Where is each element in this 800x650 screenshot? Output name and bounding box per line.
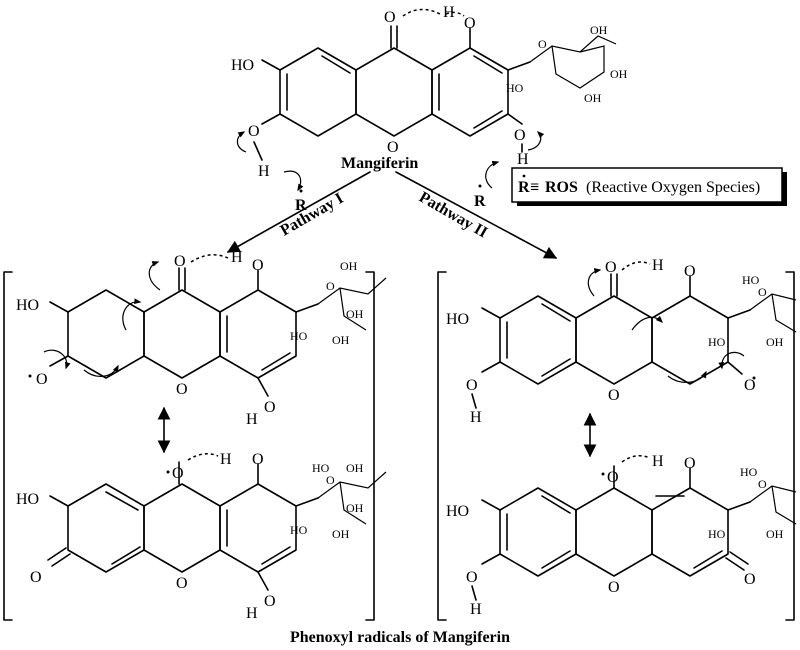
sugar-oh: OH <box>766 335 784 349</box>
hydrogen-label: H <box>517 151 529 168</box>
radical-pathway-1-b: O H O HO O O O H O HO OH OH OH HO <box>16 451 387 622</box>
hydrogen-label: H <box>246 605 258 622</box>
ring-oxygen: O <box>608 579 620 596</box>
sugar-ring-oxygen: O <box>326 279 335 293</box>
ring-oxygen: O <box>608 387 620 404</box>
radical-oxygen: O <box>744 377 756 394</box>
oxygen-label: O <box>248 123 260 140</box>
oxygen-label: O <box>466 569 478 586</box>
oxygen-label: O <box>464 15 476 32</box>
footer-caption: Phenoxyl radicals of Mangiferin <box>290 629 510 646</box>
ring-oxygen: O <box>176 381 188 398</box>
radical-pathway-2-b: O H O HO O H O O O HO OH HO <box>446 453 797 618</box>
ros-abbr: ROS <box>545 179 578 196</box>
sugar-ring-oxygen: O <box>326 473 335 487</box>
sugar-ring-oxygen: O <box>758 285 767 299</box>
radical-r-right: R <box>474 193 486 210</box>
sugar-oh: OH <box>346 501 364 515</box>
sugar-ho: HO <box>708 335 726 349</box>
sugar-oh: OH <box>346 461 364 475</box>
hydrogen-label: H <box>652 257 664 274</box>
hydroxyl-label: HO <box>16 297 39 314</box>
sugar-oh: OH <box>332 527 350 541</box>
oxygen-label: O <box>252 451 264 468</box>
sugar-ho: HO <box>290 329 308 343</box>
ros-symbol: R <box>518 179 530 196</box>
oxygen-label: O <box>514 127 526 144</box>
pathway-arrow-left <box>226 171 371 253</box>
oxygen-label: O <box>172 465 184 482</box>
oxygen-label: O <box>684 263 696 280</box>
bracket-right <box>437 271 795 621</box>
ros-full-name: (Reactive Oxygen Species) <box>586 179 760 196</box>
oxygen-label: O <box>607 469 619 486</box>
ring-oxygen: O <box>176 575 188 592</box>
radical-pathway-1-a: O H O HO O O O H O OH OH OH HO <box>16 249 387 428</box>
bracket-left <box>3 271 375 621</box>
sugar-ring-oxygen: O <box>758 477 767 491</box>
radical-pathway-2-a: O H O HO O H O O O HO OH HO <box>446 257 797 426</box>
hydrogen-label: H <box>470 601 482 618</box>
ring-oxygen: O <box>387 139 399 156</box>
sugar-ho: HO <box>506 81 524 95</box>
sugar-ho: HO <box>290 523 308 537</box>
hydroxyl-label: HO <box>16 491 39 508</box>
oxygen-label: O <box>252 257 264 274</box>
hydrogen-label: H <box>231 249 243 266</box>
sugar-oh: OH <box>332 333 350 347</box>
compound-title: Mangiferin <box>341 155 418 172</box>
sugar-ho: HO <box>742 273 760 287</box>
hydrogen-label: H <box>246 411 258 428</box>
sugar-oh: OH <box>590 23 608 37</box>
hydroxyl-label: HO <box>231 57 254 74</box>
carbonyl-oxygen: O <box>174 253 186 270</box>
sugar-oh: OH <box>584 91 602 105</box>
hydroxyl-label: HO <box>446 311 469 328</box>
sugar-ho: HO <box>708 527 726 541</box>
sugar-oh: OH <box>766 527 784 541</box>
oxygen-label: O <box>466 377 478 394</box>
sugar-ho: HO <box>740 465 758 479</box>
radical-oxygen: O <box>36 371 48 388</box>
hydrogen-label: H <box>258 163 270 180</box>
oxygen-label: O <box>684 455 696 472</box>
sugar-oh: OH <box>340 259 358 273</box>
quinone-oxygen: O <box>744 571 756 588</box>
oxygen-label: O <box>264 593 276 610</box>
oxygen-label: O <box>264 399 276 416</box>
sugar-ho: HO <box>312 461 330 475</box>
hydrogen-label: H <box>652 453 664 470</box>
hydrogen-label: H <box>470 409 482 426</box>
ros-equiv: ≡ <box>530 179 539 196</box>
mangiferin-molecule: O H O HO O O O H H O OH OH OH HO Mangife… <box>231 4 628 214</box>
sugar-oh: OH <box>346 307 364 321</box>
pathway-label-left: Pathway I <box>278 190 347 240</box>
hydrogen-label: H <box>220 451 232 468</box>
sugar-oh: OH <box>610 67 628 81</box>
sugar-ring-oxygen: O <box>538 37 547 51</box>
carbonyl-oxygen: O <box>605 259 617 276</box>
pathway-arrow-right <box>395 171 558 259</box>
ros-legend-box: R ≡ ROS (Reactive Oxygen Species) <box>511 167 787 206</box>
hydroxyl-label: HO <box>446 503 469 520</box>
hydrogen-label: H <box>443 4 455 21</box>
quinone-oxygen: O <box>30 569 42 586</box>
carbonyl-oxygen: O <box>384 9 396 26</box>
glucose-unit: O OH OH OH HO <box>506 23 628 105</box>
